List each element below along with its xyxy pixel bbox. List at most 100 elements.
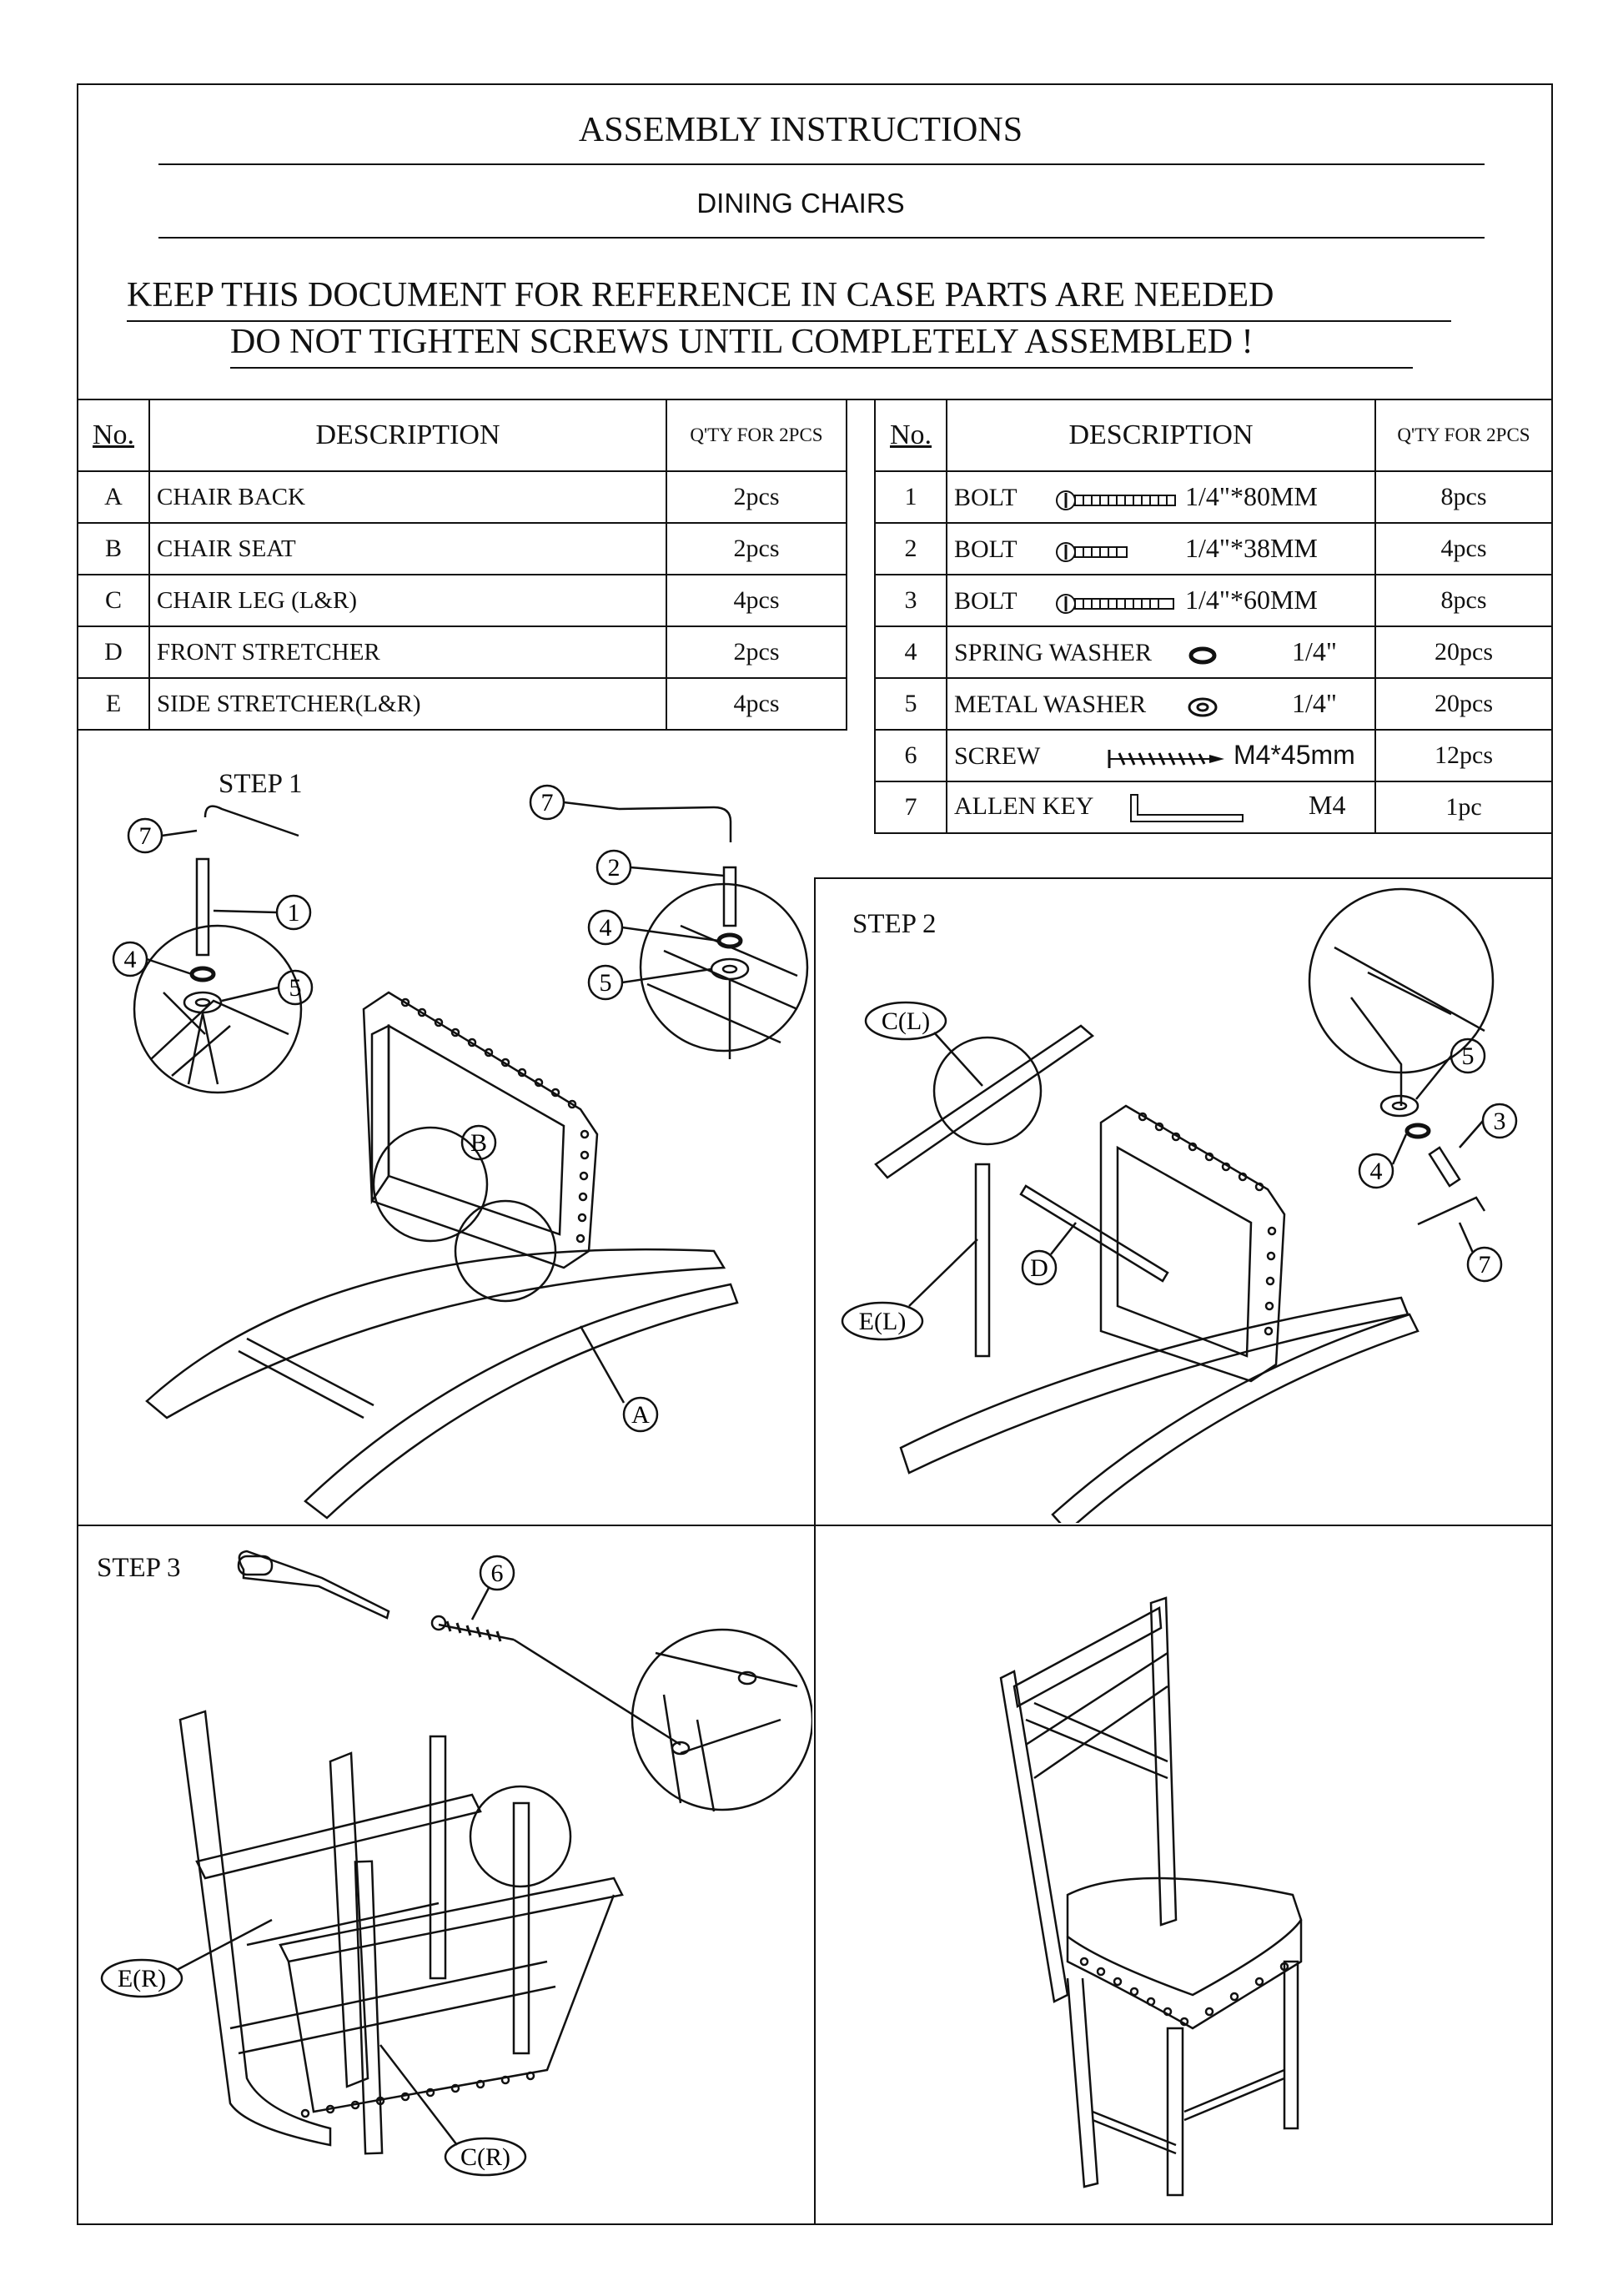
callout-2: 2 xyxy=(608,854,621,882)
back-curved-rail xyxy=(145,1248,726,1419)
seat-cushion xyxy=(1066,1876,1303,1997)
part-description: CHAIR SEAT xyxy=(148,522,667,575)
front-leg-right xyxy=(1283,1960,1299,2130)
hardware-table-header: No. DESCRIPTION Q'TY FOR 2PCS xyxy=(874,399,1553,472)
metal-washer-right xyxy=(710,957,750,981)
side-stretcher-left xyxy=(974,1163,991,1358)
hardware-description: BOLT xyxy=(954,587,1018,615)
medium-bolt-icon xyxy=(1055,593,1174,614)
table-row: 3 BOLT 1/4"*60MM 8pcs xyxy=(874,574,1553,627)
back-curved-rail-2 xyxy=(304,1283,739,1520)
screwdriver-icon xyxy=(238,1550,390,1620)
back-post-left xyxy=(999,1670,1069,2003)
back-curved-rail-2 xyxy=(1051,1313,1419,1523)
table-row: 6 SCREW M4*45mm 12pcs xyxy=(874,729,1553,782)
metal-washer-left xyxy=(183,991,223,1014)
part-description: CHAIR LEG (L&R) xyxy=(148,574,667,627)
part-qty: 4pcs xyxy=(666,677,847,731)
notice-keep-document: KEEP THIS DOCUMENT FOR REFERENCE IN CASE… xyxy=(127,276,1274,314)
hardware-description-cell: BOLT 1/4"*60MM xyxy=(946,574,1376,627)
step1-illustration: 7 1 4 5 7 2 4 5 B A xyxy=(112,784,809,1520)
part-qty: 2pcs xyxy=(666,625,847,679)
bolt-short xyxy=(722,866,737,927)
part-no: C xyxy=(77,574,150,627)
table-row: 5 METAL WASHER 1/4" 20pcs xyxy=(874,677,1553,731)
back-post-right xyxy=(1149,1596,1178,1927)
metal-washer xyxy=(1379,1094,1419,1118)
short-bolt-icon xyxy=(1055,541,1128,562)
chair-leg-far xyxy=(512,1801,530,2055)
part-description: SIDE STRETCHER(L&R) xyxy=(148,677,667,731)
hardware-description: SPRING WASHER xyxy=(954,639,1152,667)
page-subtitle: DINING CHAIRS xyxy=(696,188,905,219)
hardware-size: M4*45mm xyxy=(1234,740,1355,771)
callout-7-left: 7 xyxy=(139,822,152,850)
part-no: D xyxy=(77,625,150,679)
allen-key xyxy=(1417,1196,1486,1226)
callout-7: 7 xyxy=(1479,1251,1491,1279)
hardware-qty: 4pcs xyxy=(1374,522,1553,575)
callout-4-left: 4 xyxy=(124,946,137,973)
callout-1: 1 xyxy=(288,899,300,927)
callout-4: 4 xyxy=(1370,1158,1383,1185)
seat-frame-outline xyxy=(279,1876,624,1963)
notice-do-not-tighten: DO NOT TIGHTEN SCREWS UNTIL COMPLETELY A… xyxy=(230,323,1254,361)
part-description: CHAIR BACK xyxy=(148,470,667,524)
part-qty: 2pcs xyxy=(666,522,847,575)
hardware-header-no: No. xyxy=(874,399,947,472)
parts-header-no-text: No. xyxy=(92,420,135,450)
callout-D: D xyxy=(1030,1254,1048,1282)
hardware-description: BOLT xyxy=(954,535,1018,564)
hardware-header-qty: Q'TY FOR 2PCS xyxy=(1374,399,1553,472)
table-row: 1 BOLT 1/4"*80MM 8pcs xyxy=(874,470,1553,524)
hardware-qty: 20pcs xyxy=(1374,625,1553,679)
nailhead-row xyxy=(1138,1112,1277,1336)
parts-header-qty: Q'TY FOR 2PCS xyxy=(666,399,847,472)
subtitle-divider xyxy=(158,237,1485,239)
callout-5-left: 5 xyxy=(289,974,302,1002)
part-no: B xyxy=(77,522,150,575)
finished-chair-illustration xyxy=(999,1596,1303,2197)
chair-leg-back xyxy=(429,1735,447,1980)
screw xyxy=(438,1623,515,1641)
hardware-size: 1/4" xyxy=(1292,636,1337,667)
vertical-panel-divider xyxy=(814,877,816,2225)
hardware-size: M4 xyxy=(1309,789,1346,820)
hardware-description-cell: BOLT 1/4"*80MM xyxy=(946,470,1376,524)
part-qty: 4pcs xyxy=(666,574,847,627)
screw-icon xyxy=(1108,749,1224,768)
nailhead-row xyxy=(300,2071,535,2118)
table-row: B CHAIR SEAT 2pcs xyxy=(77,522,847,575)
callout-5-right: 5 xyxy=(600,969,612,997)
hardware-no: 1 xyxy=(874,470,947,524)
hardware-qty: 12pcs xyxy=(1374,729,1553,782)
hardware-no: 6 xyxy=(874,729,947,782)
hardware-no: 4 xyxy=(874,625,947,679)
spring-washer-icon xyxy=(1188,646,1216,665)
callout-4-right: 4 xyxy=(600,914,612,942)
parts-header-no: No. xyxy=(77,399,150,472)
hardware-size: 1/4"*38MM xyxy=(1185,533,1318,564)
callout-7-right: 7 xyxy=(541,789,554,816)
parts-table: No. DESCRIPTION Q'TY FOR 2PCS A CHAIR BA… xyxy=(77,399,847,731)
hardware-description-cell: BOLT 1/4"*38MM xyxy=(946,522,1376,575)
hardware-description-cell: SCREW M4*45mm xyxy=(946,729,1376,782)
chair-back-post xyxy=(178,1710,332,2147)
spring-washer xyxy=(1404,1123,1431,1139)
hardware-qty: 20pcs xyxy=(1374,677,1553,731)
hardware-description: METAL WASHER xyxy=(954,691,1147,719)
hardware-no: 3 xyxy=(874,574,947,627)
chair-back-post-2 xyxy=(329,1751,369,2088)
spring-washer-right xyxy=(716,932,743,949)
table-row: E SIDE STRETCHER(L&R) 4pcs xyxy=(77,677,847,731)
hardware-size: 1/4"*80MM xyxy=(1185,481,1318,512)
hardware-description: ALLEN KEY xyxy=(954,791,1094,820)
hardware-description: BOLT xyxy=(954,484,1018,512)
chair-leg-right xyxy=(354,1860,384,2155)
callout-6: 6 xyxy=(491,1560,504,1587)
callout-C-R: C(R) xyxy=(460,2143,510,2171)
hardware-qty: 1pc xyxy=(1374,781,1553,834)
table-row: A CHAIR BACK 2pcs xyxy=(77,470,847,524)
part-no: A xyxy=(77,470,150,524)
parts-header-description: DESCRIPTION xyxy=(148,399,667,472)
